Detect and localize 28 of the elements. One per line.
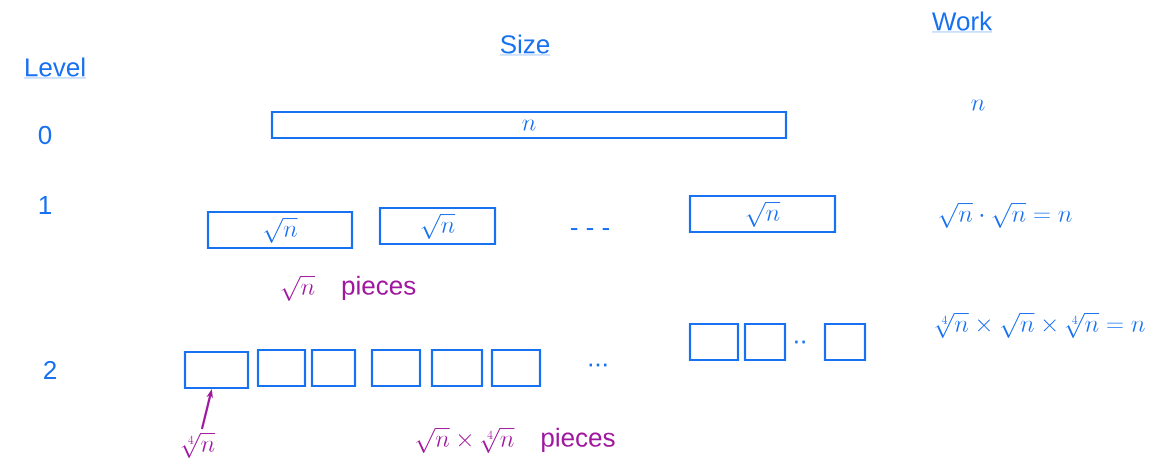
pieces-label: $\sqrt{n}\quad\mbox{pieces}$ (281, 275, 416, 301)
piece-box (183, 350, 250, 390)
ellipsis: ... (589, 363, 607, 367)
column-heading: Work (931, 11, 993, 33)
ellipsis: - - - (570, 228, 610, 231)
piece-box (823, 322, 867, 362)
piece-box (490, 348, 542, 388)
piece-box (430, 348, 484, 388)
column-heading: Level (23, 57, 87, 79)
subproblem-box: $\sqrt{n}$ (206, 210, 354, 250)
piece-box (370, 348, 422, 388)
level-number: 2 (44, 360, 56, 380)
column-heading: Size (499, 34, 551, 56)
root-label: $\sqrt[4]{n}$ (181, 433, 216, 458)
work-formula: $n$ (971, 99, 985, 111)
subproblem-box: $\sqrt{n}$ (378, 206, 497, 246)
piece-box (688, 322, 740, 362)
level-number: 1 (39, 196, 51, 214)
ellipsis: .. (795, 340, 805, 344)
subproblem-box: $n$ (270, 110, 788, 140)
work-formula: $\sqrt[4]{n}\times\sqrt{n}\times\sqrt[4]{n}=n$ (935, 313, 1145, 338)
level-number: 0 (38, 125, 52, 145)
pieces-label: $\sqrt{n}\times\sqrt[4]{n}\quad\mbox{pieces}$ (416, 427, 615, 453)
subproblem-box: $\sqrt{n}$ (688, 194, 837, 234)
piece-box (743, 322, 787, 362)
piece-box (310, 348, 357, 388)
piece-box (256, 348, 307, 388)
work-formula: $\sqrt{n}\cdot\sqrt{n}=n$ (939, 203, 1072, 228)
